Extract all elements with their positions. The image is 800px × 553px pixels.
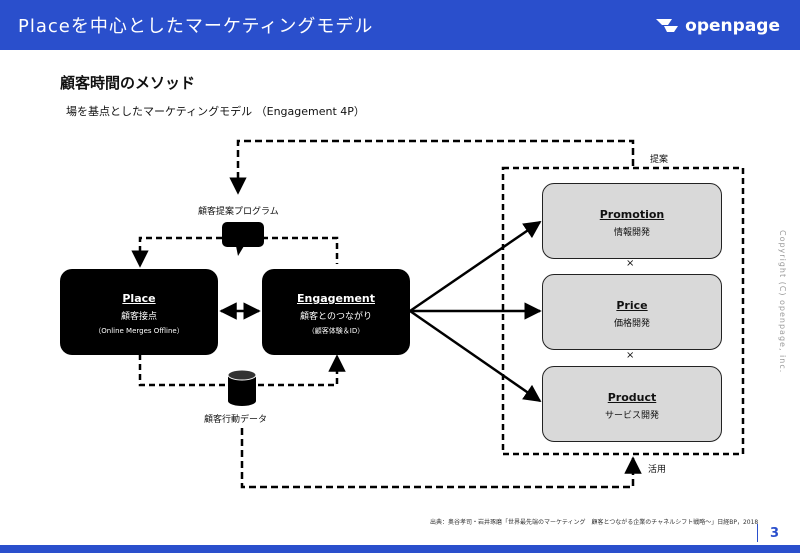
source-citation: 出典：奥谷孝司・岩井琢磨「世界最先端のマーケティング 顧客とつながる企業のチャネ… — [430, 519, 759, 526]
price-sub: 価格開発 — [613, 319, 650, 329]
arrow-to-promotion — [409, 220, 542, 313]
logo: openpage — [655, 16, 780, 36]
promotion-title: Promotion — [599, 208, 665, 221]
engagement-detail: （顧客体験＆ID） — [307, 327, 365, 335]
subtitle: 場を基点としたマーケティングモデル （Engagement 4P） — [66, 105, 365, 118]
speech-bubble-icon — [222, 222, 264, 256]
promotion-sub: 情報開発 — [613, 228, 650, 238]
price-box: Price 価格開発 — [542, 274, 722, 350]
place-detail: （Online Merges Offline） — [94, 327, 184, 335]
program-arc-left — [131, 236, 222, 268]
utilization-label: 活用 — [648, 465, 667, 475]
footer-bar — [0, 545, 800, 553]
page-number: 3 — [770, 526, 780, 541]
place-box: Place 顧客接点 （Online Merges Offline） — [60, 269, 218, 355]
utilization-loop-line — [240, 428, 642, 489]
program-arc-right — [262, 236, 339, 264]
place-sub: 顧客接点 — [120, 312, 157, 322]
engagement-title: Engagement — [297, 292, 375, 305]
openpage-logo-icon — [656, 19, 679, 32]
proposal-label: 提案 — [650, 155, 669, 165]
price-title: Price — [616, 299, 648, 312]
place-title: Place — [122, 292, 156, 305]
database-icon — [227, 369, 257, 406]
4p-dashed-frame — [501, 166, 745, 456]
promotion-box: Promotion 情報開発 — [542, 183, 722, 259]
times-sign-1: × — [626, 258, 635, 269]
data-arc-left — [138, 354, 226, 387]
times-sign-2: × — [626, 350, 635, 361]
logo-text: openpage — [685, 16, 780, 36]
proposal-program-label: 顧客提案プログラム — [198, 207, 279, 217]
product-box: Product サービス開発 — [542, 366, 722, 442]
data-arc-right — [258, 354, 346, 387]
engagement-box: Engagement 顧客とのつながり （顧客体験＆ID） — [262, 269, 410, 355]
header-bar: Placeを中心としたマーケティングモデル openpage — [0, 0, 800, 50]
product-title: Product — [607, 391, 657, 404]
proposal-loop-line — [229, 139, 635, 195]
behavior-data-label: 顧客行動データ — [204, 415, 268, 425]
product-sub: サービス開発 — [604, 411, 659, 421]
copyright-text: Copyright (C) openpage, inc. — [778, 230, 787, 374]
page-number-divider — [757, 524, 758, 542]
arrow-to-product — [409, 309, 542, 403]
engagement-sub: 顧客とのつながり — [300, 312, 372, 322]
page-title: Placeを中心としたマーケティングモデル — [18, 16, 374, 37]
section-title: 顧客時間のメソッド — [60, 74, 196, 92]
